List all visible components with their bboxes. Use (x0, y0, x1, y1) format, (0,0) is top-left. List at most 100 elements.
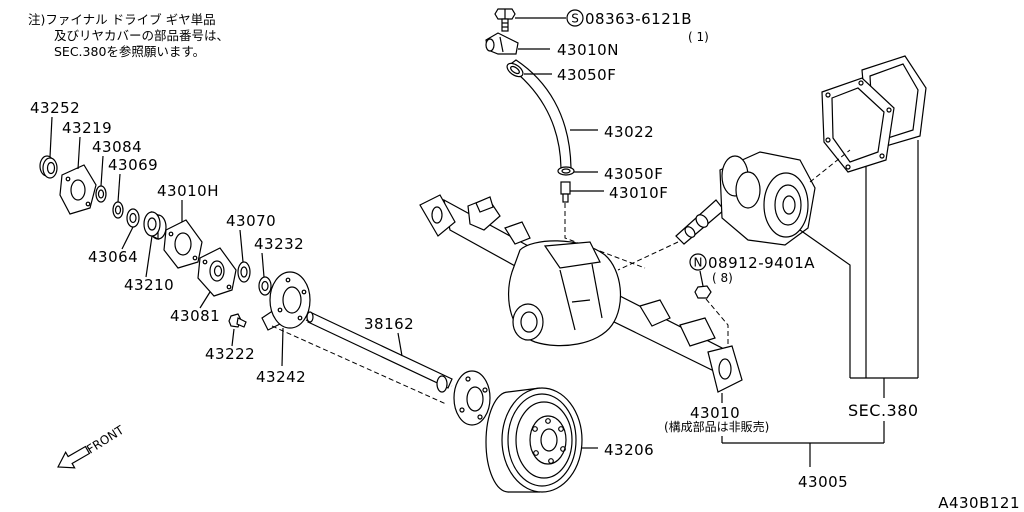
front-direction-label: FRONT (84, 423, 127, 457)
housing-not-sold-note: (構成部品は非販売) (664, 419, 769, 434)
seal-face (42, 157, 58, 179)
right-spring-seat (639, 299, 671, 327)
ring-43064 (126, 208, 140, 228)
right-flange-bore (718, 358, 732, 380)
cage-bore (174, 232, 192, 256)
plate-hole (277, 307, 283, 313)
plate-bore (70, 179, 86, 201)
left-flange-bore (431, 206, 443, 224)
dashed-line-connector-to-housing (564, 203, 646, 269)
ring-inner (97, 189, 105, 199)
part-label-43242: 43242 (256, 368, 306, 386)
part-label-43010H: 43010H (157, 182, 219, 200)
connector-43010F (560, 181, 571, 203)
leader-line-43084 (100, 155, 104, 187)
drum-hub (529, 415, 567, 465)
drum-fin (515, 401, 573, 479)
flange-hole (202, 259, 208, 265)
axle-housing-43010 (419, 194, 743, 393)
part-label-43010: 43010 (690, 404, 740, 422)
nut-symbol: N (694, 256, 703, 270)
drum-stud-hole (532, 426, 538, 432)
part-label-43232: 43232 (254, 235, 304, 253)
hose-clip-lower (557, 166, 575, 176)
carrier-ref-line (799, 229, 851, 378)
carrier-mount-bore (520, 311, 538, 333)
oil-seal-43252 (39, 155, 58, 179)
axle-shaft-38162 (306, 311, 491, 426)
drum-stud-hole (545, 418, 551, 424)
drum-stud-hole (548, 458, 554, 464)
left-bracket (504, 221, 531, 245)
part-label-43222: 43222 (205, 345, 255, 363)
bearing-front (143, 211, 161, 237)
part-label-38162: 38162 (364, 315, 414, 333)
seal-inner (261, 280, 269, 292)
note-line-1: 注)ファイナル ドライブ ギヤ単品 (28, 12, 216, 27)
part-label-43010N: 43010N (557, 41, 619, 59)
cage-hole (192, 255, 198, 261)
breather-43010N (485, 32, 519, 55)
ring-outer (95, 185, 107, 203)
ring-43070 (237, 261, 251, 283)
gasket-bolt-hole (886, 107, 892, 113)
nut-08912-9401A (694, 285, 712, 299)
part-label-43050F-upper: 43050F (557, 66, 616, 84)
part-label-43050F-lower: 43050F (604, 165, 663, 183)
part-label-43070: 43070 (226, 212, 276, 230)
bearing-bore (147, 217, 157, 231)
flange-stud (459, 407, 465, 413)
connector-nipple (562, 193, 569, 203)
ring-gear-hub (782, 195, 796, 215)
ring-gear (763, 172, 809, 238)
leader-line-43081 (199, 291, 211, 309)
bearing-cage-43010H (163, 219, 203, 269)
ring-43069 (112, 201, 124, 219)
ring-outer (126, 208, 140, 228)
left-spring-seat-block (475, 196, 494, 213)
gasket-inner (831, 87, 885, 163)
section-reference-label: SEC.380 (848, 401, 919, 420)
plate-disc (269, 271, 311, 329)
cage-flange (163, 219, 203, 269)
leader-line-43070 (239, 229, 244, 263)
leader-line-38162 (397, 332, 403, 357)
leader-line-43069 (117, 173, 121, 203)
flange-43081 (197, 247, 237, 297)
part-label-43069: 43069 (108, 156, 158, 174)
plate-bore (282, 286, 302, 314)
leader-line-43252 (49, 116, 53, 158)
bolt-part (494, 8, 516, 32)
ring-inner (240, 266, 248, 278)
dashed-line-carrier-to-gasket (809, 149, 851, 183)
figure-id: A430B121 (938, 494, 1020, 512)
cage-hole (168, 231, 174, 237)
part-label-43206: 43206 (604, 441, 654, 459)
note-line-3: SEC.380を参照願います。 (54, 44, 205, 59)
plate-43219 (59, 164, 97, 215)
part-label-43084: 43084 (92, 138, 142, 156)
bearing-43210 (143, 211, 167, 240)
shaft-collar (436, 375, 448, 393)
gasket-bolt-hole (879, 153, 885, 159)
flange-hub (209, 260, 225, 282)
plate-outline (59, 164, 97, 215)
part-label-43219: 43219 (62, 119, 112, 137)
leader-line-43222 (231, 328, 235, 347)
cover-gasket (821, 77, 895, 173)
front-arrow-icon (57, 445, 91, 469)
flange-stud (482, 387, 488, 393)
flange-stud (465, 376, 471, 382)
shaft-flange-hub (466, 386, 484, 412)
bolt-symbol-circle (566, 9, 584, 27)
plate-hole (285, 277, 291, 283)
drum-fin (507, 393, 577, 487)
gasket-bolt-hole (858, 80, 864, 86)
dashed-line-nut-to-flange (705, 298, 729, 345)
part-label-43210: 43210 (124, 276, 174, 294)
plate-hole (297, 315, 303, 321)
plate-hole (65, 176, 71, 182)
section-reference-lines (799, 140, 919, 398)
drum-stud-hole (560, 446, 566, 452)
